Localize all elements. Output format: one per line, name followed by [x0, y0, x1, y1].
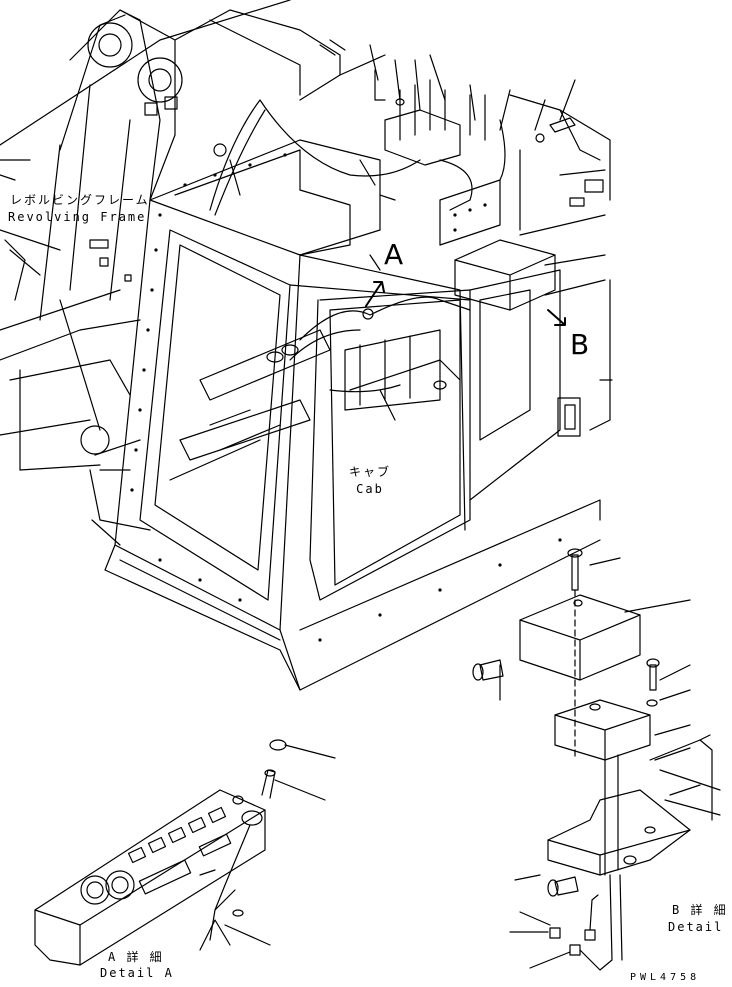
detail-a-label-en: Detail A — [100, 966, 174, 980]
detail-a-drawing — [34, 739, 336, 966]
cab-label-jp: キャブ — [348, 465, 391, 479]
revolving-frame-label-en: Revolving Frame — [8, 210, 147, 224]
revolving-frame-drawing — [0, 0, 613, 546]
revolving-frame-label-jp: レボルビングフレーム — [10, 193, 150, 207]
detail-b-drawing — [472, 548, 721, 971]
detail-a-label-jp: A 詳 細 — [108, 950, 164, 964]
cab-drawing — [104, 44, 606, 691]
detail-b-label-en: Detail B — [668, 920, 732, 934]
view-a-marker: A — [384, 238, 404, 271]
cab-label-en: Cab — [356, 482, 384, 496]
view-b-marker: B — [570, 328, 590, 361]
drawing-number: PWL4758 — [630, 972, 701, 983]
detail-b-label-jp: B 詳 細 — [672, 903, 728, 917]
